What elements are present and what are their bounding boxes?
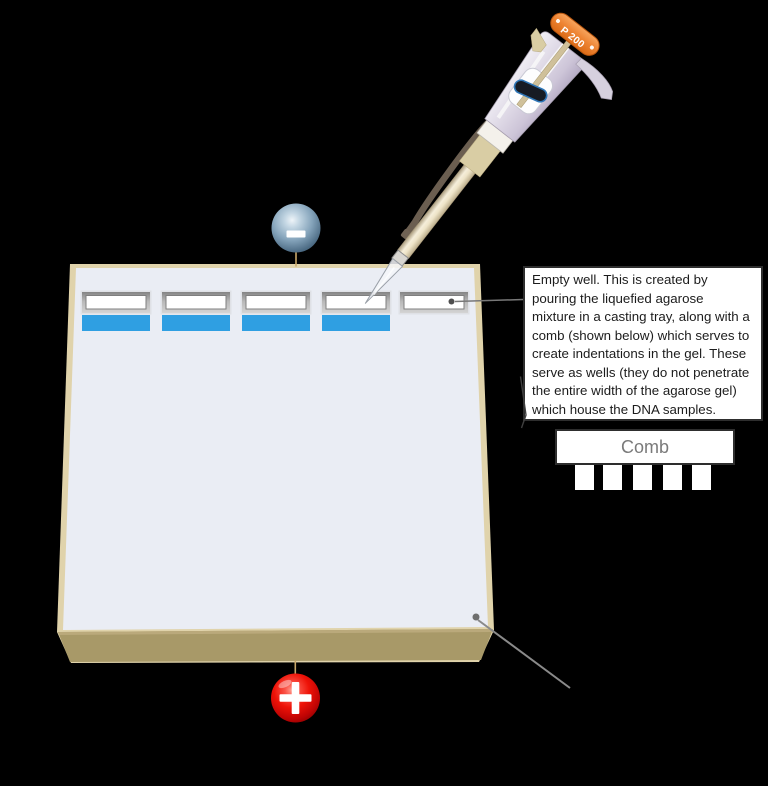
empty-well-callout-line — [454, 298, 524, 303]
well-4 — [320, 290, 392, 331]
well-cavity — [245, 295, 307, 310]
dna-sample-band — [162, 315, 230, 331]
well-2 — [160, 290, 232, 331]
negative-electrode-sphere — [271, 203, 321, 253]
pipette-top-clip — [530, 27, 547, 53]
comb-tooth-4 — [663, 465, 682, 490]
well-1 — [80, 290, 152, 331]
gel-surface — [63, 268, 488, 630]
annotation-text: Empty well. This is created by pouring t… — [532, 272, 750, 417]
knob-end-dot — [555, 19, 560, 24]
callouts — [448, 298, 571, 689]
comb-figure: Comb — [555, 429, 735, 491]
negative-electrode — [271, 203, 321, 267]
well-cavity — [403, 295, 465, 310]
casting-tray — [57, 264, 494, 663]
pipette-shaft — [397, 162, 477, 259]
well-cavity — [85, 295, 147, 310]
dna-sample-band — [242, 315, 310, 331]
pipette-display-capsule — [513, 79, 548, 103]
comb-tooth-2 — [603, 465, 622, 490]
dna-sample-band — [322, 315, 390, 331]
micropipette: P 200 — [364, 12, 614, 304]
pipette-tip-highlight — [373, 267, 395, 296]
comb-tooth-1 — [575, 465, 594, 490]
tray-front-face — [58, 629, 493, 662]
comb-label-box: Comb — [555, 429, 735, 465]
annotation-leader-line — [519, 376, 527, 429]
well-cavity — [165, 295, 227, 310]
comb-tooth-3 — [633, 465, 652, 490]
comb-tooth-5 — [692, 465, 711, 490]
well-3 — [240, 290, 312, 331]
pipette-finger-hook — [575, 57, 614, 101]
tray-front-top-edge — [58, 629, 493, 635]
positive-electrode — [271, 660, 320, 723]
dna-sample-band — [82, 315, 150, 331]
comb-label: Comb — [620, 437, 669, 457]
annotation-box: Empty well. This is created by pouring t… — [523, 266, 763, 421]
sphere-highlight — [278, 679, 292, 689]
knob-end-dot — [589, 45, 594, 50]
empty-well-callout-dot — [448, 298, 455, 305]
well-5-empty — [398, 290, 470, 315]
plus-icon — [279, 682, 312, 714]
gel-callout-dot — [472, 613, 480, 621]
well-cavity — [325, 295, 387, 310]
minus-icon — [286, 230, 306, 238]
gel-callout-line — [477, 619, 571, 689]
comb-teeth — [555, 465, 735, 490]
wells — [80, 290, 470, 331]
